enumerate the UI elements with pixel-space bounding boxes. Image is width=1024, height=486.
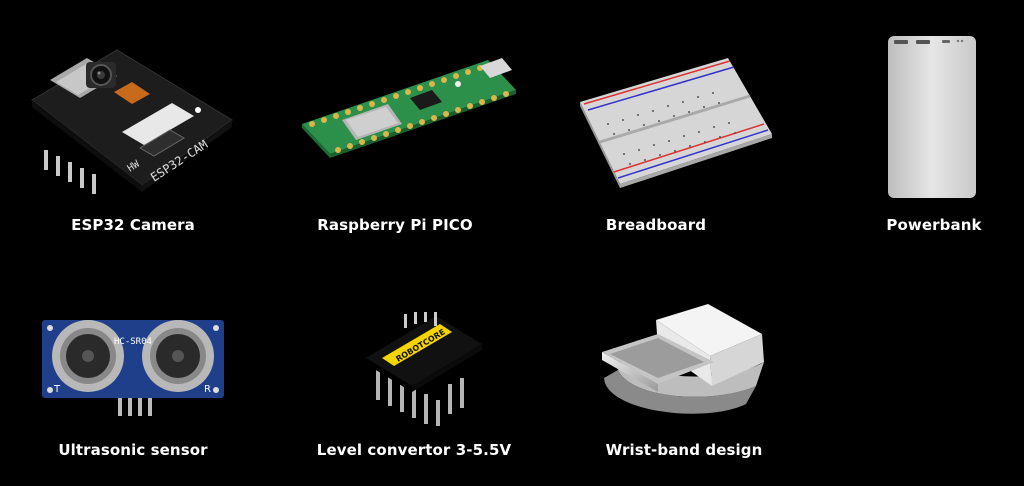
- ultrasonic-silkscreen: HC-SR04: [114, 337, 152, 347]
- ultrasonic-r-mark: R: [204, 384, 211, 395]
- item-label: ESP32 Camera: [71, 216, 195, 234]
- item-label: Breadboard: [605, 216, 707, 234]
- item-label: Powerbank: [886, 216, 982, 234]
- level-converter-board-image: ROBOTCORE: [366, 312, 482, 426]
- breadboard-image: [580, 58, 772, 188]
- raspberry-pi-pico-board-image: [302, 58, 516, 158]
- item-label: Wrist-band design: [605, 441, 763, 459]
- wristband-image: [602, 304, 764, 414]
- item-label: Ultrasonic sensor: [58, 441, 208, 459]
- ultrasonic-t-mark: T: [53, 384, 61, 395]
- powerbank-image: [888, 36, 976, 198]
- item-label: Raspberry Pi PICO: [317, 216, 473, 234]
- item-label: Level convertor 3-5.5V: [316, 441, 512, 459]
- esp32-cam-board-image: ESP32-CAM HW: [31, 49, 233, 194]
- ultrasonic-sensor-image: HC-SR04 T R: [42, 320, 224, 416]
